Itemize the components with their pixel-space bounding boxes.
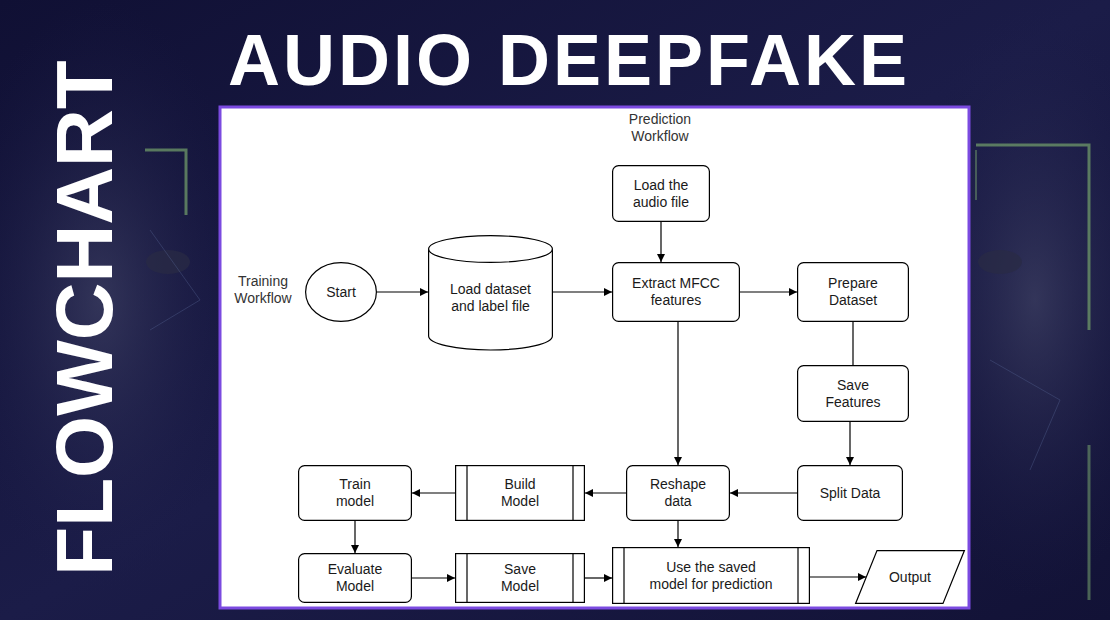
node-text: Load dataset and label file (441, 281, 541, 315)
scan-bracket (145, 150, 186, 215)
connector-arrow (849, 422, 850, 465)
node-text: Evaluate Model (320, 561, 390, 595)
database-cylinder: Load dataset and label file (428, 235, 553, 350)
page-title: AUDIO DEEPFAKE (228, 24, 910, 96)
node-text: Reshape data (643, 476, 713, 510)
process-box: Split Data (797, 465, 903, 521)
connector-arrow (377, 291, 428, 292)
process-box: Save Model (455, 553, 585, 603)
node-text: Start (326, 284, 356, 301)
node-text: Save Model (490, 561, 550, 595)
scan-bracket (975, 150, 977, 200)
node-text: Save Features (818, 377, 888, 411)
node-text: Use the saved model for prediction (647, 559, 775, 593)
process-box: Reshape data (626, 465, 730, 521)
process-box: Extract MFCC features (612, 262, 740, 322)
node-text: Build Model (490, 476, 550, 510)
node-text: Split Data (820, 485, 881, 502)
node-text: Load the audio file (621, 177, 701, 211)
node-text: Prepare Dataset (818, 275, 888, 309)
connector-arrow (585, 492, 626, 493)
face-illustration (0, 0, 250, 600)
connector-arrow (585, 577, 612, 578)
process-box: Save Features (797, 365, 909, 422)
workflow-label: Training Workflow (226, 273, 300, 313)
eye-illustration (978, 250, 1022, 274)
node-text: Extract MFCC features (626, 275, 726, 309)
diagram-panel (220, 107, 969, 608)
connector-arrow (810, 576, 866, 577)
connector-arrow (412, 577, 455, 578)
scan-bracket (1088, 445, 1091, 600)
node-text: Output (889, 569, 931, 586)
process-box: Prepare Dataset (797, 262, 909, 322)
process-box: Train model (298, 465, 412, 521)
side-heading: FLOWCHART (40, 38, 130, 598)
terminal-ellipse: Start (305, 262, 377, 322)
process-box: Evaluate Model (298, 553, 412, 603)
connector-arrow (553, 291, 612, 292)
scan-bracket (976, 145, 1089, 330)
connector-arrow (852, 322, 853, 365)
connector-arrow (412, 492, 455, 493)
predefined-process: Build Model (455, 465, 585, 521)
connector-arrow (740, 291, 797, 292)
output-parallelogram: Output (855, 550, 965, 604)
node-text: Train model (325, 476, 385, 510)
workflow-label: Prediction Workflow (620, 111, 700, 151)
connector-arrow (677, 521, 678, 547)
connector-arrow (730, 492, 797, 493)
eye-illustration (146, 250, 190, 274)
connector-arrow (354, 521, 355, 553)
connector-arrow (677, 322, 678, 465)
predefined-process: Use the saved model for prediction (612, 547, 810, 604)
connector-arrow (660, 222, 661, 262)
process-box: Load the audio file (612, 165, 710, 222)
